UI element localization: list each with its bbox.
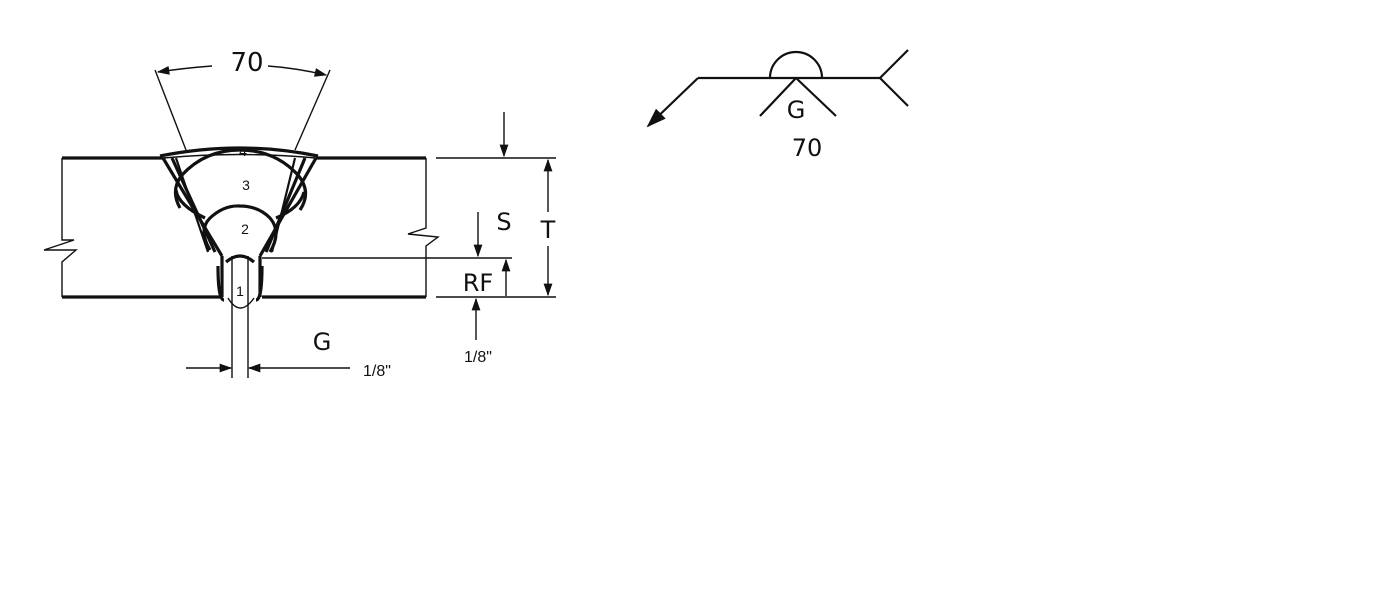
angle-extension-right [294, 69, 331, 151]
weld-cap-pass-4 [159, 146, 319, 158]
weld-pass-2 [202, 204, 278, 253]
right-break-line [407, 158, 440, 297]
weld-pass-1-left [216, 265, 225, 302]
arrow-line [646, 77, 699, 128]
pass-label-4: 4 [239, 143, 247, 159]
symbol-gap-label: G [787, 96, 806, 124]
root-reinforcement [227, 297, 255, 309]
angle-arrow-left [156, 65, 213, 75]
joint-cross-section: 4 3 2 1 [43, 143, 440, 378]
gap-label: G [313, 328, 332, 356]
welding-symbol: G 70 [646, 49, 909, 162]
symbol-angle-label: 70 [792, 134, 823, 162]
thickness-dimensions: S T RF 1/8" G 1/8" [262, 112, 556, 380]
left-break-line [43, 158, 78, 297]
pass-label-3: 3 [242, 177, 250, 193]
tail-upper [879, 49, 909, 79]
depth-label: S [496, 208, 511, 236]
groove-angle-dimension: 70 [154, 48, 331, 151]
weld-pass-3 [173, 148, 308, 211]
thickness-label: T [540, 216, 556, 244]
weld-pass-3-left-toe [174, 189, 206, 220]
weld-pass-1-top [224, 254, 256, 264]
gap-dimension: 1/8" [363, 363, 391, 380]
v-groove-symbol-right [795, 77, 837, 117]
v-groove-symbol-left [759, 77, 797, 117]
root-face-dimension: 1/8" [464, 349, 492, 366]
angle-extension-left [154, 69, 187, 151]
tail-lower [879, 77, 909, 107]
pass-label-2: 2 [241, 221, 249, 237]
right-bevel-face [258, 157, 318, 257]
root-face-label: RF [463, 269, 493, 297]
right-bevel-inner [264, 157, 307, 253]
pass-label-1: 1 [236, 283, 244, 299]
melt-through-symbol [768, 50, 824, 79]
groove-angle-value: 70 [230, 48, 263, 78]
angle-arrow-right [267, 65, 328, 77]
weld-pass-1-right [255, 265, 264, 302]
weld-pass-3-right-toe [275, 191, 306, 220]
left-bevel-inner [170, 157, 217, 253]
weld-cap-inner [162, 153, 317, 159]
